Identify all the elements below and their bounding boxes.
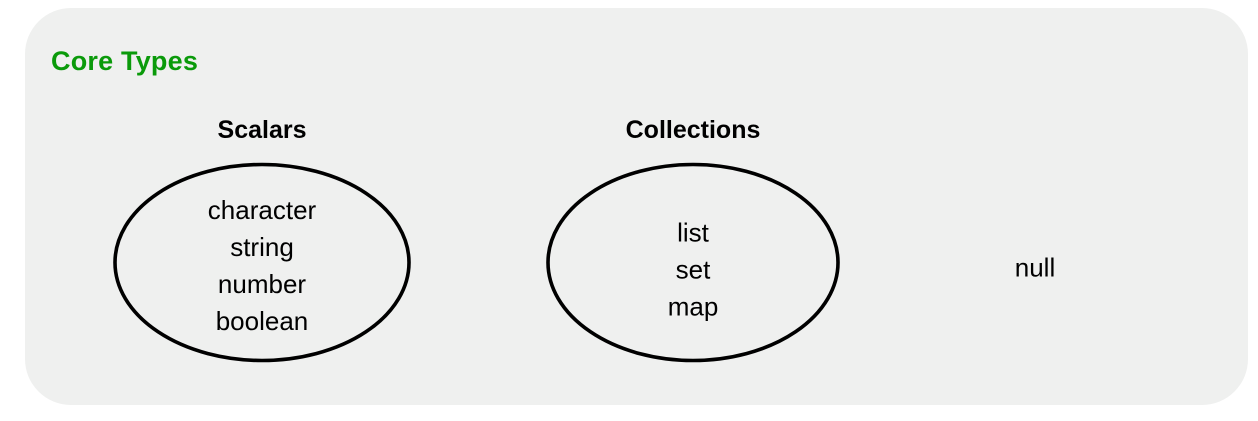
member-list-collections: list set map (668, 215, 719, 326)
member-item: number (217, 269, 307, 299)
member-item: string (230, 232, 294, 262)
group-title: Core Types (51, 46, 199, 76)
member-list-scalars: character string number boolean (208, 192, 316, 340)
member-item: set (675, 254, 711, 285)
cluster-heading-scalars: Scalars (217, 116, 307, 144)
member-item: boolean (215, 306, 309, 336)
standalone-type-null: null (1014, 252, 1056, 283)
member-item: list (677, 217, 709, 248)
member-item: map (667, 291, 719, 322)
member-item: character (207, 195, 317, 225)
cluster-heading-collections: Collections (625, 116, 761, 144)
